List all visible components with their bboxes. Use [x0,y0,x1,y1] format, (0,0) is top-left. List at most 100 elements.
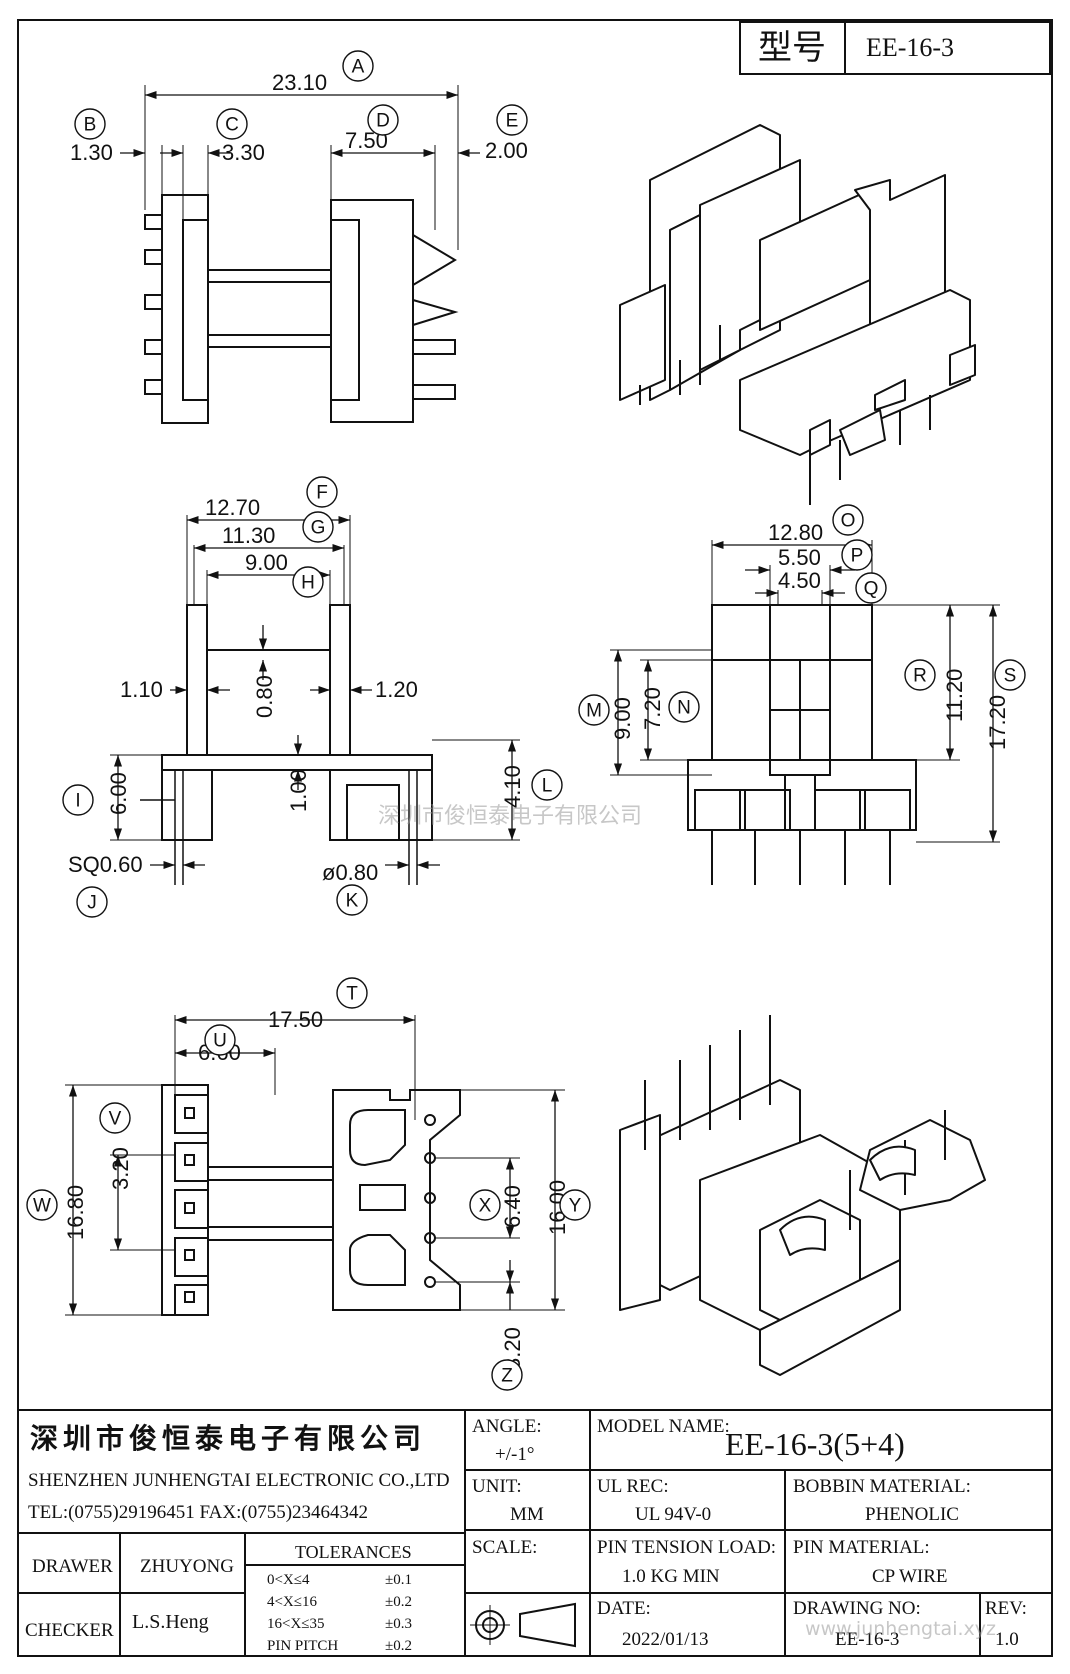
callout-circle-d [367,104,399,136]
callout-letter-y: Y [569,1196,582,1217]
tol-range-1: 4<X≤16 [267,1594,318,1610]
callout-circle-x [469,1189,501,1221]
dim-A-value: 23.10 [272,70,327,95]
callout-letter-c: C [225,115,239,136]
model-header: 型号 EE-16-3 [739,21,1051,75]
model-header-value: EE-16-3 [866,33,954,62]
ul-rec-value: UL 94V-0 [635,1504,711,1525]
tol-value-0: ±0.1 [385,1572,412,1588]
isometric-view-top [619,124,976,505]
angle-label: ANGLE: [472,1416,542,1437]
callout-letter-f: F [316,483,328,504]
scale-label: SCALE: [472,1537,537,1558]
dim-side-left-value: 1.10 [120,677,163,702]
date-label: DATE: [597,1598,651,1619]
dim-N-value: 7.20 [640,687,665,730]
callout-letter-w: W [33,1196,51,1217]
dim-O-value: 12.80 [768,520,823,545]
callout-letter-g: G [311,518,326,539]
callout-circle-l [531,769,563,801]
callout-letter-j: J [87,893,97,914]
dim-G-value: 11.30 [222,523,275,548]
dim-W-value: 16.80 [63,1185,88,1240]
callout-letter-o: O [841,511,856,532]
callout-letter-q: Q [864,579,879,600]
side-view-top-labels: 23.10 1.30 3.30 7.50 2.00 [70,70,528,165]
model-name-value: EE-16-3(5+4) [725,1426,905,1462]
dim-T-value: 17.50 [268,1007,323,1032]
tol-value-3: ±0.2 [385,1638,412,1654]
dim-L-value: 4.10 [500,765,525,808]
rev-label: REV: [985,1598,1027,1619]
callout-letter-h: H [301,573,315,594]
watermark-text: 深圳市俊恒泰电子有限公司 [378,804,642,829]
callout-circle-y [559,1189,591,1221]
tol-value-2: ±0.3 [385,1616,412,1632]
date-value: 2022/01/13 [622,1629,709,1650]
dim-C-value: 3.30 [222,140,265,165]
dim-V-value: 3.20 [108,1147,133,1190]
dim-K-value: ø0.80 [322,860,378,885]
callout-letter-z: Z [501,1366,513,1387]
drawer-label: DRAWER [32,1556,113,1577]
drawing-no-label: DRAWING NO: [793,1598,921,1619]
side-view-top [120,85,480,424]
callout-letter-l: L [542,776,553,797]
tol-range-3: PIN PITCH [267,1638,338,1654]
callout-circle-f [306,476,338,508]
front-right-view-labels: 12.80 5.50 4.50 9.00 7.20 11.20 17.20 [610,520,1010,750]
pin-material-value: CP WIRE [872,1566,947,1587]
tol-range-0: 0<X≤4 [267,1572,310,1588]
callout-circle-v [99,1102,131,1134]
dim-center-v-value: 0.80 [252,675,277,718]
dim-P-value: 5.50 [778,545,821,570]
callout-circle-p [841,539,873,571]
callout-circle-k [336,884,368,916]
dim-I-value: 6.00 [106,772,131,815]
callout-circle-n [668,691,700,723]
pin-tension-value: 1.0 KG MIN [622,1566,720,1587]
callout-circle-w [26,1189,58,1221]
callout-circle-e [496,104,528,136]
drawing-no-value: EE-16-3 [835,1629,899,1650]
bottom-view [65,1015,565,1316]
tol-value-1: ±0.2 [385,1594,412,1610]
pin-tension-label: PIN TENSION LOAD: [597,1537,776,1558]
callout-circle-j [76,886,108,918]
dim-F-value: 12.70 [205,495,260,520]
callout-circle-a [342,50,374,82]
dim-H-value: 9.00 [245,550,288,575]
unit-value: MM [510,1504,544,1525]
unit-label: UNIT: [472,1476,522,1497]
dim-R-value: 11.20 [942,669,967,722]
bottom-view-labels: 17.50 6.60 3.20 16.80 6.40 16.00 3.20 [63,1007,570,1370]
front-view-labels: 12.70 11.30 9.00 1.10 1.20 0.80 1.00 6.0… [68,495,525,885]
dim-S-value: 17.20 [985,695,1010,750]
callout-circle-o [832,504,864,536]
company-name-cn: 深圳市俊恒泰电子有限公司 [30,1422,426,1455]
callout-circle-m [578,694,610,726]
callout-letter-e: E [506,111,519,132]
callout-circle-h [292,566,324,598]
rev-value: 1.0 [995,1629,1019,1650]
callout-letter-x: X [479,1196,492,1217]
front-view [110,515,520,885]
sheet-border [17,19,1053,1657]
checker-value: L.S.Heng [132,1611,209,1633]
checker-label: CHECKER [25,1620,114,1641]
isometric-view-bottom [619,1015,986,1376]
dim-M-value: 9.00 [610,697,635,740]
bobbin-material-value: PHENOLIC [865,1504,959,1525]
callout-letter-d: D [376,111,390,132]
company-contact: TEL:(0755)29196451 FAX:(0755)23464342 [28,1502,368,1523]
title-block [18,1409,1052,1656]
dim-E-value: 2.00 [485,138,528,163]
model-name-label: MODEL NAME: [597,1416,730,1437]
dim-side-right-value: 1.20 [375,677,418,702]
callout-circle-q [855,572,887,604]
callout-circle-i [62,784,94,816]
dim-B-value: 1.30 [70,140,113,165]
ul-rec-label: UL REC: [597,1476,669,1497]
